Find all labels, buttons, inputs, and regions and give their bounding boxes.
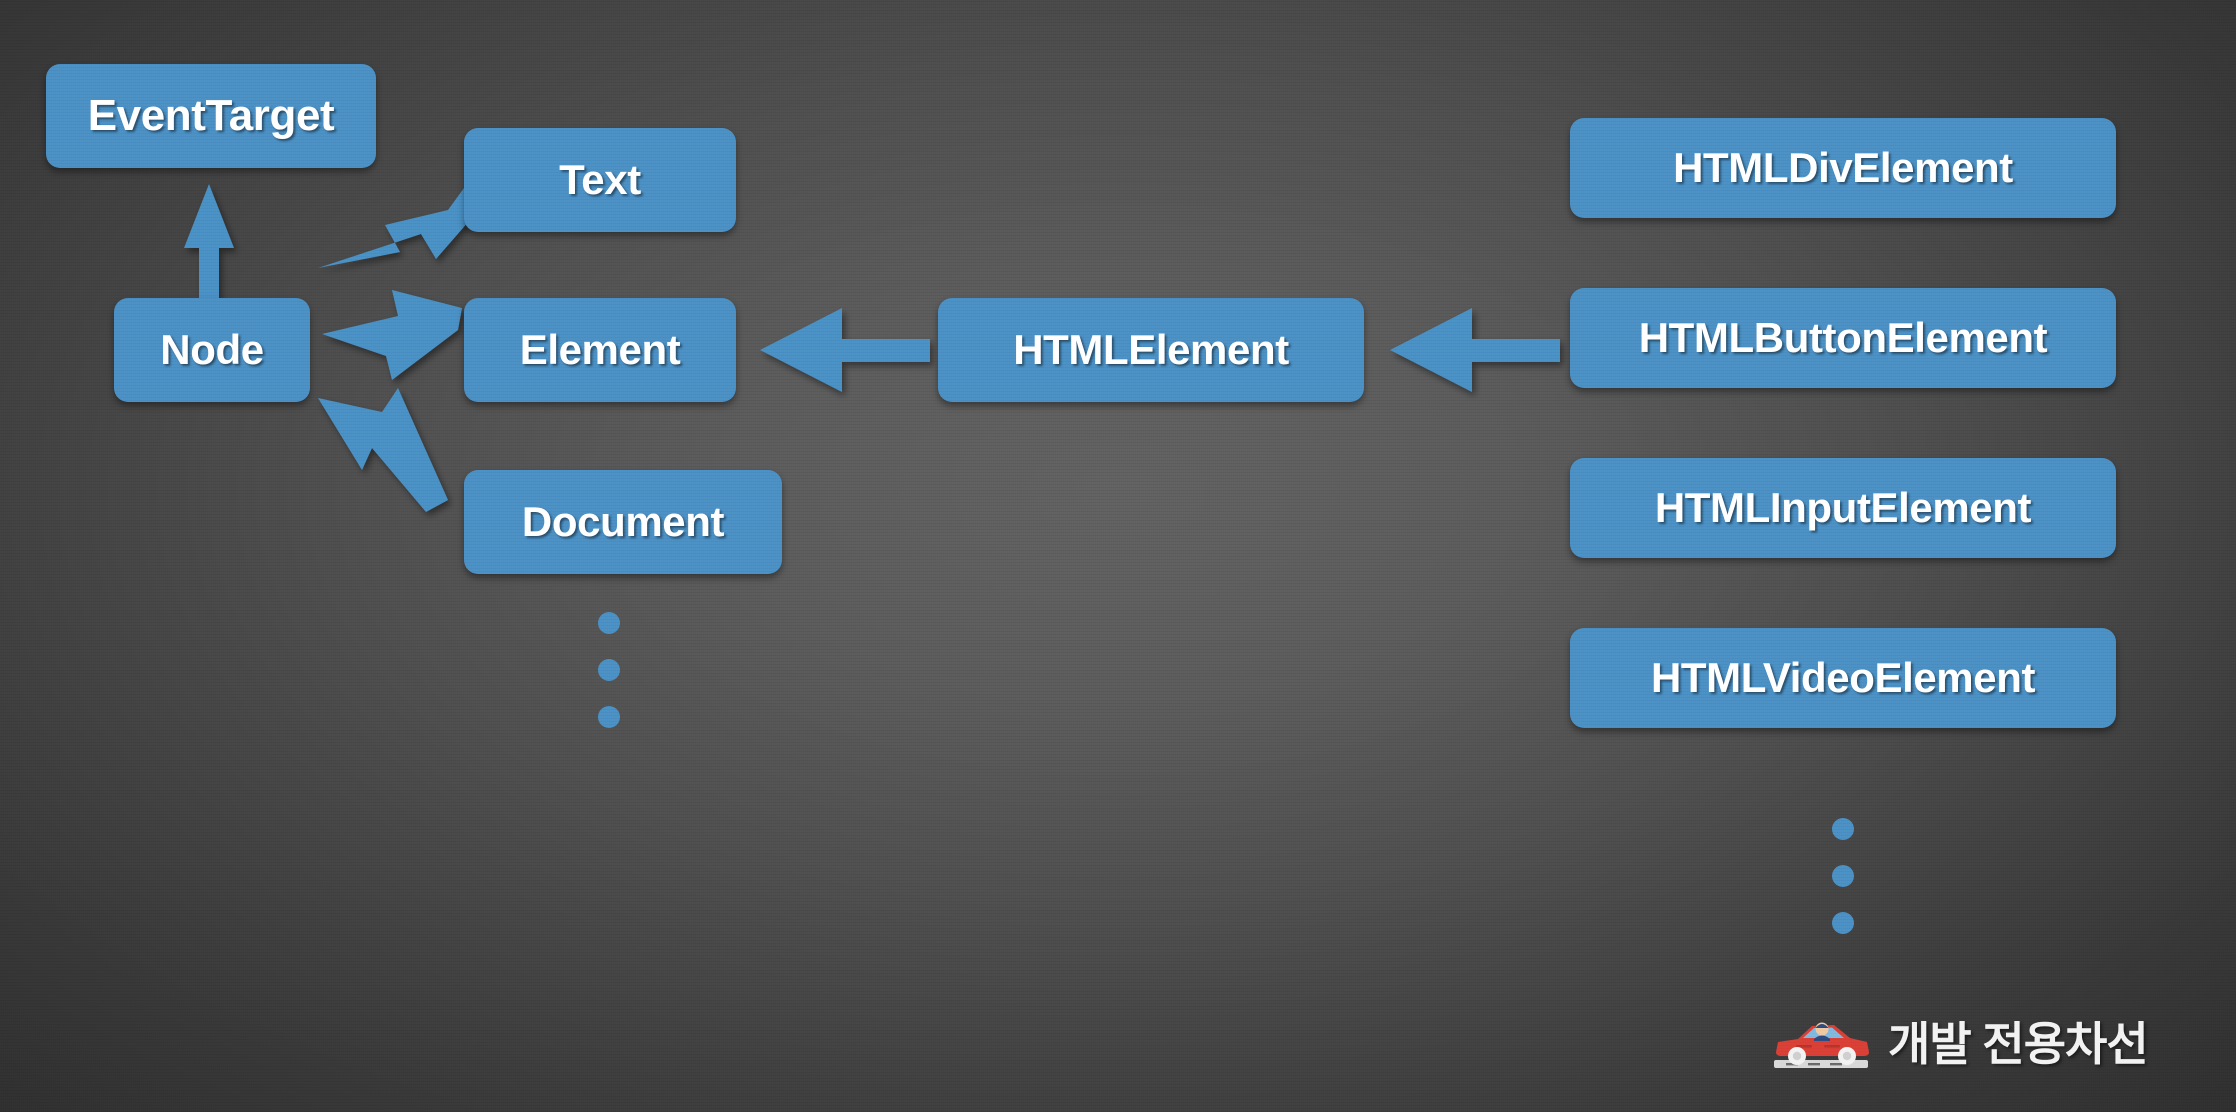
node-label: HTMLVideoElement (1650, 654, 2036, 701)
ellipsis-dot (1832, 912, 1854, 934)
ellipsis-dot (598, 612, 620, 634)
node-box-htmldivelement[interactable]: HTMLDivElement (1570, 118, 2116, 218)
node-label: HTMLDivElement (1673, 144, 2013, 191)
node-box-eventtarget[interactable]: EventTarget (46, 64, 376, 168)
node-box-node[interactable]: Node (114, 298, 310, 402)
ellipsis-dot (598, 706, 620, 728)
node-box-element[interactable]: Element (464, 298, 736, 402)
node-box-htmlelement[interactable]: HTMLElement (938, 298, 1364, 402)
ellipsis-dot (1832, 865, 1854, 887)
arrow-htmlsubclasses-to-htmlelement (1390, 308, 1560, 392)
node-box-htmlbuttonelement[interactable]: HTMLButtonElement (1570, 288, 2116, 388)
node-label: HTMLButtonElement (1638, 314, 2048, 361)
arrow-element-to-node (322, 290, 462, 380)
node-label: HTMLElement (1013, 326, 1289, 373)
watermark: 개발 전용차선 (1772, 1008, 2149, 1074)
arrow-document-to-node (318, 388, 448, 512)
arrow-htmlelement-to-element (760, 308, 930, 392)
node-label: EventTarget (87, 91, 335, 140)
ellipsis-dot (1832, 818, 1854, 840)
node-box-htmlinputelement[interactable]: HTMLInputElement (1570, 458, 2116, 558)
node-label: Element (519, 326, 681, 373)
arrow-text-to-node (318, 188, 487, 268)
red-convertible-car-logo-icon (1774, 1022, 1869, 1068)
ellipsis-dot (598, 659, 620, 681)
watermark-label: 개발 전용차선 (1888, 1018, 2149, 1070)
node-label: Text (559, 156, 641, 203)
node-box-text[interactable]: Text (464, 128, 736, 232)
node-box-document[interactable]: Document (464, 470, 782, 574)
node-box-htmlvideoelement[interactable]: HTMLVideoElement (1570, 628, 2116, 728)
node-label: HTMLInputElement (1654, 484, 2032, 531)
arrow-node-to-eventtarget (184, 184, 234, 298)
node-label: Node (160, 326, 264, 373)
node-label: Document (521, 498, 725, 545)
